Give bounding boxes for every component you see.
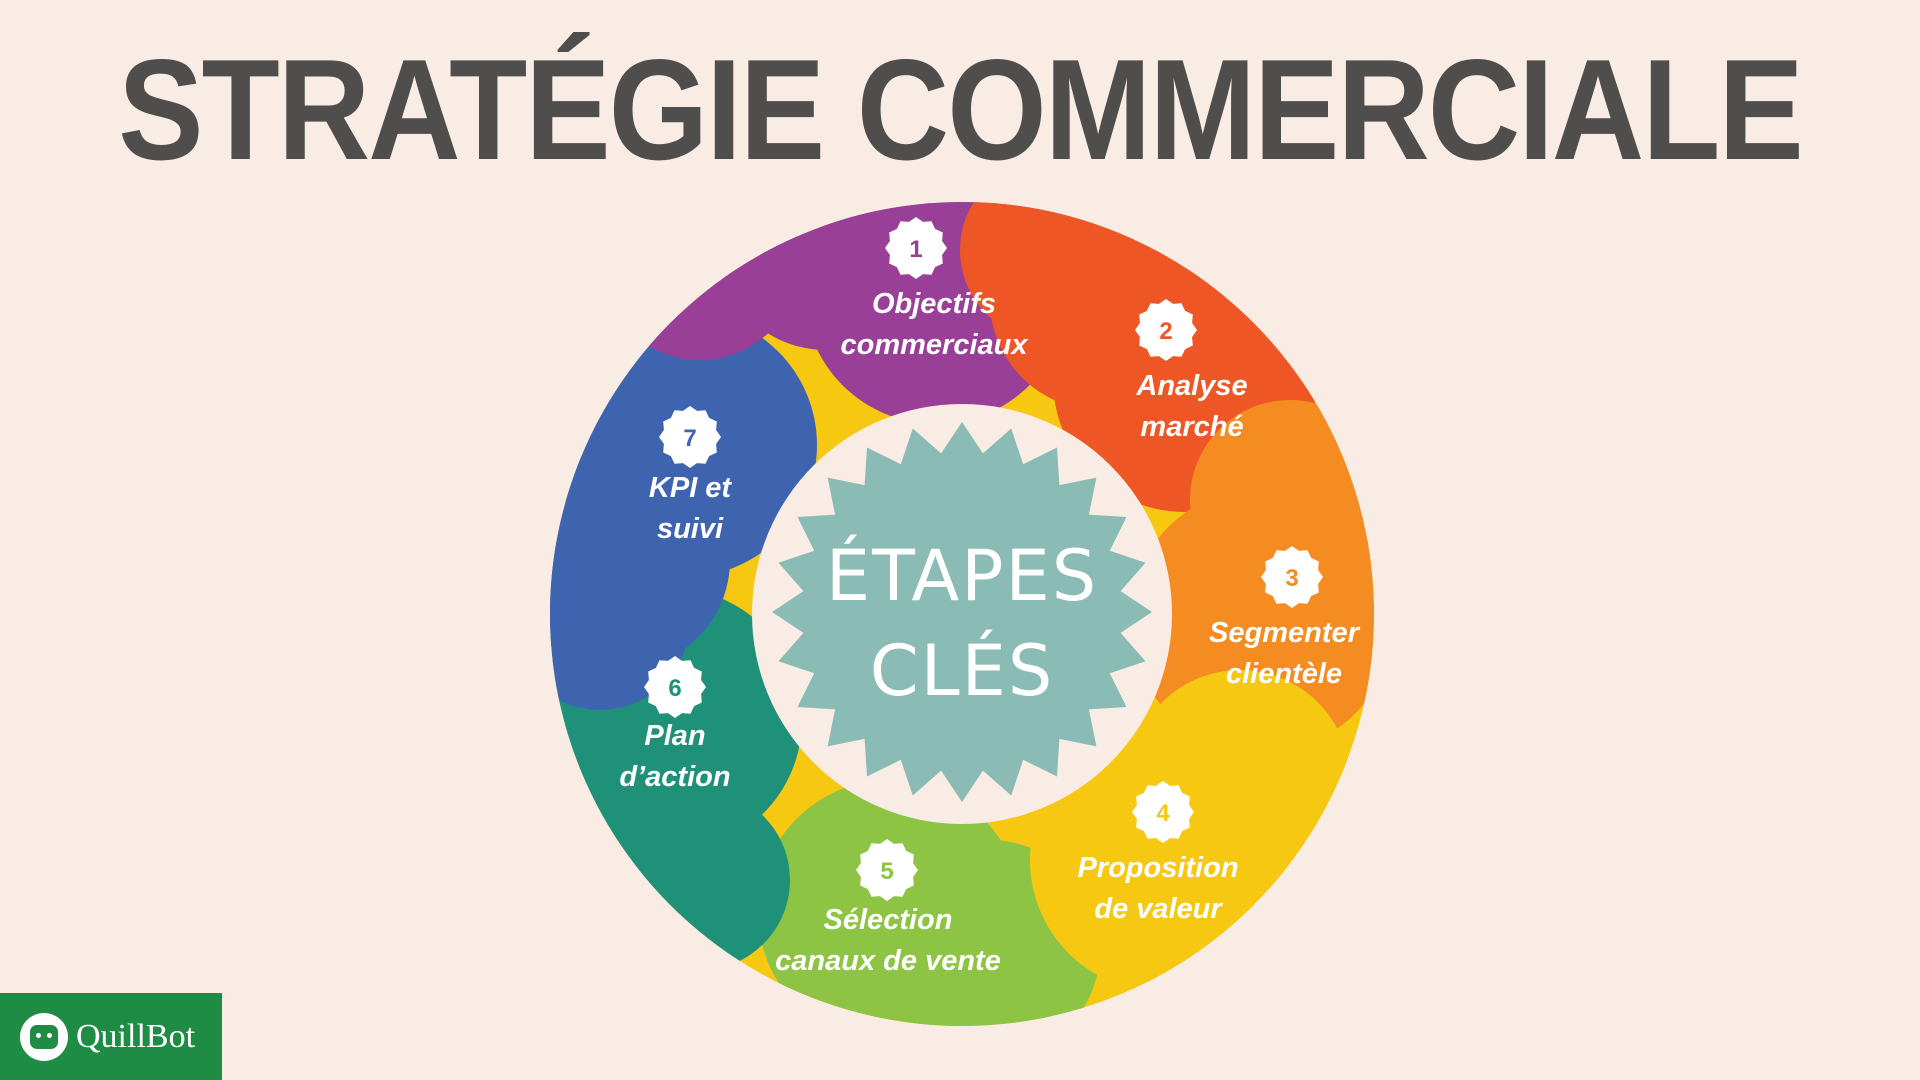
step-7-label-line2: suivi: [657, 513, 724, 545]
step-3-label-line1: Segmenter: [1209, 617, 1361, 649]
step-number-1: 1: [909, 236, 922, 263]
step-1-label-line1: Objectifs: [872, 288, 996, 320]
page-title: STRATÉGIE COMMERCIALE: [118, 30, 1804, 191]
step-badge-3: [1261, 546, 1323, 608]
step-7-label-line1: KPI et: [649, 472, 733, 504]
step-number-4: 4: [1156, 800, 1170, 827]
brand-name: QuillBot: [76, 1017, 196, 1055]
step-2-label-line2: marché: [1140, 411, 1243, 443]
step-number-5: 5: [880, 858, 893, 885]
center-starburst: [772, 422, 1152, 802]
step-5-label-line2: canaux de vente: [775, 945, 1001, 977]
step-badge-7: [659, 406, 721, 468]
step-6-label-line1: Plan: [644, 720, 705, 752]
center-label-line2: CLÉS: [870, 630, 1055, 712]
step-number-3: 3: [1285, 565, 1298, 592]
step-badge-5: [856, 839, 918, 901]
step-badge-4: [1132, 781, 1194, 843]
step-6-label-line2: d’action: [619, 761, 730, 793]
quillbot-robot-icon: [20, 1012, 68, 1061]
step-badge-1: [885, 217, 947, 279]
quillbot-logo: QuillBot: [0, 993, 222, 1080]
step-2-label-line1: Analyse: [1135, 370, 1247, 402]
step-badge-6: [644, 656, 706, 718]
step-1-label-line2: commerciaux: [841, 329, 1030, 361]
step-4-label-line2: de valeur: [1094, 893, 1223, 925]
step-4-label-line1: Proposition: [1077, 852, 1238, 884]
step-segment-4: [1030, 670, 1350, 992]
step-number-2: 2: [1159, 318, 1172, 345]
step-5-label-line1: Sélection: [824, 904, 953, 936]
step-3-label-line2: clientèle: [1226, 658, 1342, 690]
step-badge-2: [1135, 299, 1197, 361]
step-number-6: 6: [668, 675, 681, 702]
center-label-line1: ÉTAPES: [826, 535, 1098, 617]
step-number-7: 7: [683, 425, 696, 452]
